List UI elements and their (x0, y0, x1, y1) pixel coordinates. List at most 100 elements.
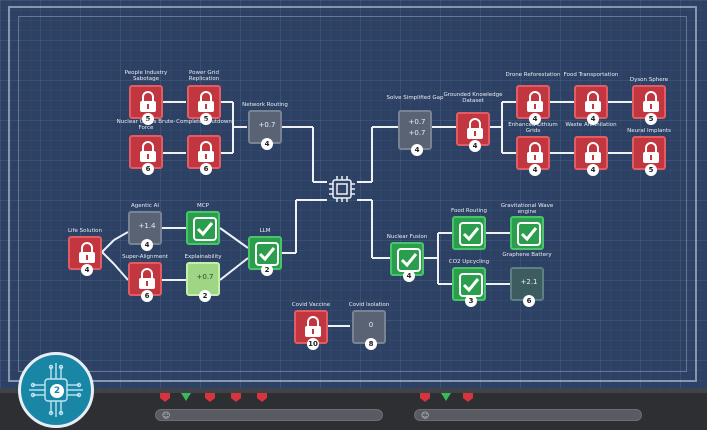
green-heart-icon (181, 393, 191, 401)
node-label-people-industry-sabotage: People Industry Sabotage (124, 70, 168, 82)
lock-icon (643, 142, 659, 163)
node-count: 4 (529, 113, 541, 125)
lock-icon (139, 268, 155, 289)
lock-icon (643, 91, 659, 112)
red-badge-icon (420, 393, 430, 402)
lock-icon (585, 142, 601, 163)
node-waste-annihilation[interactable]: 4 (574, 136, 608, 176)
node-label-co2-upcycling: CO2 Upcycling (448, 259, 490, 265)
node-label-graphene-battery: Graphene Battery (502, 252, 552, 258)
central-chip-icon (329, 176, 355, 202)
chat-icon: ☺ (421, 411, 430, 420)
node-label-mcp: MCP (197, 203, 209, 209)
node-count: 4 (469, 140, 481, 152)
node-label-covid-vaccine: Covid Vaccine (291, 302, 331, 308)
node-label-super-alignment: Super-Alignment (122, 254, 168, 260)
node-count: 3 (465, 295, 477, 307)
tech-tree-connections (101, 101, 632, 327)
red-badge-icon (257, 393, 267, 402)
node-label-agentic-ai: Agentic AI (131, 203, 159, 209)
node-cost: +1.4 (138, 222, 156, 230)
node-label-drone-reforestation: Drone Reforestation (505, 72, 561, 78)
node-count: 5 (200, 113, 212, 125)
node-solve-simplified-gap[interactable]: +0.7 +0.7 4 (398, 110, 432, 156)
lock-icon (198, 91, 214, 112)
node-count: 4 (587, 164, 599, 176)
node-covid-vaccine[interactable]: 10 (294, 310, 328, 350)
lock-icon (140, 141, 156, 162)
node-nuclear-fusion[interactable]: 4 (390, 242, 424, 282)
node-label-enhanced-lithium-grids: Enhanced Lithium Grids (508, 122, 558, 134)
circuit-icon (29, 363, 83, 417)
node-gravitational-wave-engine[interactable] (510, 216, 544, 250)
node-neural-implants[interactable]: 5 (632, 136, 666, 176)
node-label-gravitational-wave-engine: Gravitational Wave engine (500, 203, 554, 215)
node-count: 2 (199, 290, 211, 302)
node-agentic-ai[interactable]: +1.4 4 (128, 211, 162, 251)
node-explainability[interactable]: +0.7 2 (186, 262, 220, 302)
node-cost: +0.7 (258, 121, 276, 129)
lock-icon (527, 142, 543, 163)
node-count: 6 (142, 163, 154, 175)
node-label-life-solution: Life Solution (67, 228, 103, 234)
node-co2-upcycling[interactable]: 3 (452, 267, 486, 307)
red-badge-icon (160, 393, 170, 402)
chat-input-left[interactable]: ☺ (155, 409, 383, 421)
node-power-grid-replication[interactable]: 5 (187, 85, 221, 125)
node-life-solution[interactable]: 4 (68, 236, 102, 276)
node-cost: +0.7 (196, 273, 214, 281)
node-food-routing[interactable] (452, 216, 486, 250)
node-people-industry-sabotage[interactable]: 5 (129, 85, 163, 125)
node-label-solve-simplified-gap: Solve Simplified Gap (386, 95, 444, 101)
node-label-power-grid-replication: Power Grid Replication (188, 70, 220, 82)
node-label-dyson-sphere: Dyson Sphere (629, 77, 669, 83)
lock-icon (198, 141, 214, 162)
node-count: 5 (142, 113, 154, 125)
node-cost: +2.1 (520, 278, 538, 286)
check-icon (459, 222, 483, 246)
node-count: 5 (645, 164, 657, 176)
node-count: 4 (81, 264, 93, 276)
node-count: 4 (403, 270, 415, 282)
board-inner-frame (18, 16, 687, 372)
node-food-transportation[interactable]: 4 (574, 85, 608, 125)
node-count: 6 (200, 163, 212, 175)
node-label-llm: LLM (259, 228, 271, 234)
node-label-nuclear-codes-brute-force: Nuclear Codes Brute-Force (116, 119, 176, 131)
node-network-routing[interactable]: +0.7 4 (248, 110, 282, 150)
lock-icon (467, 118, 483, 139)
node-cost: 0 (368, 321, 374, 329)
node-label-waste-annihilation: Waste Annihilation (565, 122, 617, 128)
chat-input-right[interactable]: ☺ (414, 409, 642, 421)
node-enhanced-lithium-grids[interactable]: 4 (516, 136, 550, 176)
node-label-neural-implants: Neural Implants (627, 128, 671, 134)
node-complete-shutdown[interactable]: 6 (187, 135, 221, 175)
node-count: 4 (411, 144, 423, 156)
node-dyson-sphere[interactable]: 5 (632, 85, 666, 125)
node-super-alignment[interactable]: 6 (128, 262, 162, 302)
board-frame (8, 6, 697, 382)
red-badge-icon (231, 393, 241, 402)
node-label-nuclear-fusion: Nuclear Fusion (386, 234, 428, 240)
node-nuclear-codes-brute-force[interactable]: 6 (129, 135, 163, 175)
chat-icon: ☺ (162, 411, 171, 420)
node-llm[interactable]: 2 (248, 236, 282, 276)
node-grounded-knowledge-dataset[interactable]: 4 (456, 112, 490, 152)
node-count: 6 (141, 290, 153, 302)
node-covid-isolation[interactable]: 0 8 (352, 310, 386, 350)
player-badge[interactable]: 2 (18, 352, 94, 428)
node-label-complete-shutdown: Complete Shutdown (176, 119, 232, 125)
node-drone-reforestation[interactable]: 4 (516, 85, 550, 125)
green-heart-icon (441, 393, 451, 401)
node-count: 5 (645, 113, 657, 125)
node-mcp[interactable] (186, 211, 220, 245)
player-level: 2 (50, 384, 64, 398)
node-cost: +0.7 (408, 118, 426, 126)
node-label-network-routing: Network Routing (242, 102, 288, 108)
lock-icon (140, 91, 156, 112)
node-count: 4 (587, 113, 599, 125)
node-count: 10 (307, 338, 319, 350)
node-count: 2 (261, 264, 273, 276)
lock-icon (585, 91, 601, 112)
node-graphene-battery[interactable]: +2.1 6 (510, 267, 544, 307)
